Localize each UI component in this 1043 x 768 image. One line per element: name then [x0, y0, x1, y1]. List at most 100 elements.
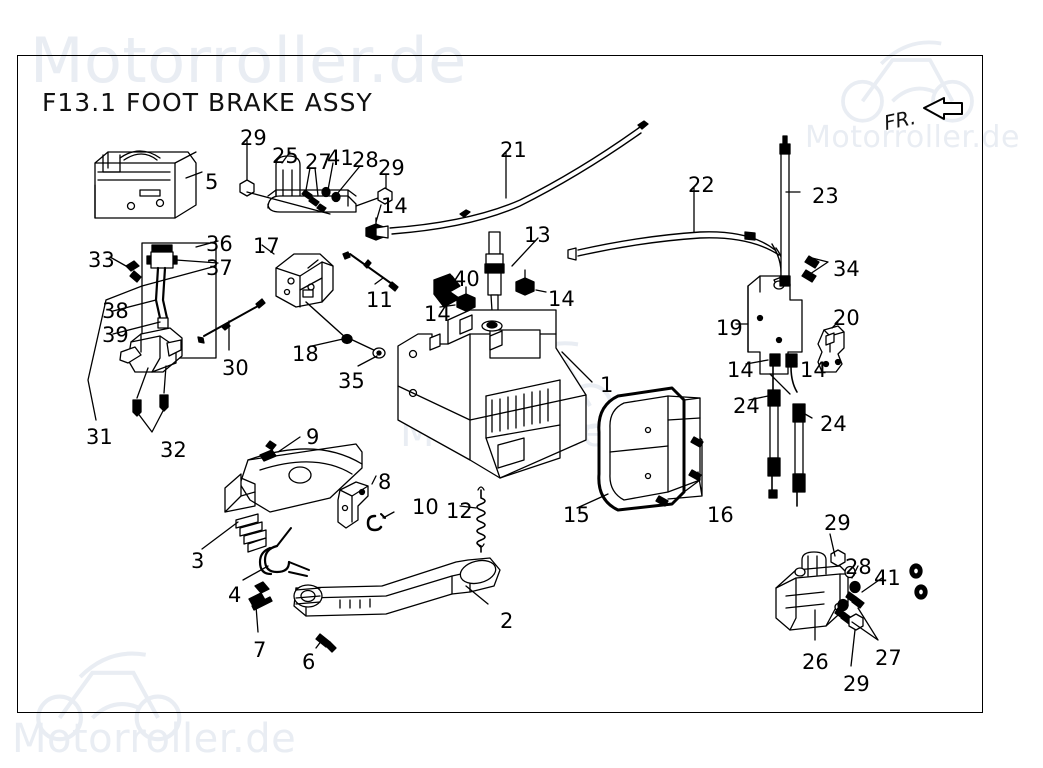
- callout-28: 28: [845, 555, 872, 579]
- callout-25: 25: [272, 144, 299, 168]
- part-9-bolt: [259, 440, 277, 462]
- callout-3: 3: [191, 549, 205, 573]
- callout-16: 16: [707, 503, 734, 527]
- leader-40: [451, 275, 459, 285]
- callout-24: 24: [733, 394, 760, 418]
- leader-31-b: [141, 265, 217, 287]
- callout-6: 6: [302, 650, 316, 674]
- part-10-clip: [366, 513, 386, 532]
- part-16-screws: [655, 436, 704, 507]
- callout-37: 37: [206, 256, 233, 280]
- leader-27: [305, 167, 319, 197]
- leader-3: [201, 521, 239, 550]
- leader-31: [87, 285, 143, 421]
- part-12-spring: [476, 486, 486, 553]
- leader-41-rack: [861, 577, 883, 593]
- callout-9: 9: [306, 425, 320, 449]
- leader-18: [311, 338, 344, 347]
- diagram-border: [17, 55, 983, 713]
- callout-20: 20: [833, 306, 860, 330]
- rack-fasteners: [829, 533, 928, 631]
- leader-28-rack: [851, 565, 859, 579]
- leader-7: [255, 605, 259, 633]
- callout-12: 12: [446, 499, 473, 523]
- leader-29-rack: [850, 629, 856, 667]
- leader-14-b: [535, 289, 547, 293]
- leader-32-b: [163, 365, 167, 394]
- right-arrow-icon: [923, 97, 963, 120]
- part-21-cable: [375, 120, 649, 239]
- callout-4: 4: [228, 583, 242, 607]
- page-title: F13.1 FOOT BRAKE ASSY: [42, 88, 373, 117]
- part-23-rod: [779, 135, 791, 287]
- leader-34: [809, 257, 829, 275]
- part-24-cable-left: [767, 353, 781, 499]
- part-33-bolt: [125, 260, 142, 283]
- part-11-rod: [342, 251, 399, 292]
- leader-32-join: [136, 408, 165, 433]
- leader-9: [277, 436, 301, 453]
- callout-14: 14: [548, 287, 575, 311]
- leader-14-e: [787, 359, 798, 365]
- leader-14-d: [745, 359, 769, 365]
- callout-8: 8: [378, 470, 392, 494]
- callout-14: 14: [381, 194, 408, 218]
- leader-35: [357, 355, 378, 367]
- leader-14-a: [375, 204, 382, 223]
- leader-33: [109, 256, 127, 267]
- callout-11: 11: [366, 288, 393, 312]
- watermark-top: Motorroller.de: [30, 24, 467, 97]
- part-40-damper: [433, 273, 461, 308]
- callout-23: 23: [812, 184, 839, 208]
- part-34-bolts: [801, 255, 820, 283]
- leader-11: [374, 277, 384, 285]
- part-8-bracket: [337, 481, 369, 529]
- callout-22: 22: [688, 173, 715, 197]
- callout-34: 34: [833, 257, 860, 281]
- leader-14-c: [439, 304, 456, 308]
- callout-5: 5: [205, 170, 219, 194]
- callout-40: 40: [453, 267, 480, 291]
- callout-29: 29: [240, 126, 267, 150]
- callout-31: 31: [86, 425, 113, 449]
- part-5-reservoir: [94, 150, 197, 219]
- callout-41: 41: [874, 566, 901, 590]
- callout-30: 30: [222, 356, 249, 380]
- callout-35: 35: [338, 369, 365, 393]
- part-4-spring: [258, 527, 310, 577]
- callout-1: 1: [600, 373, 614, 397]
- watermark-right: Motorroller.de: [805, 120, 1020, 155]
- leader-2: [465, 585, 489, 605]
- callout-27: 27: [305, 150, 332, 174]
- leader-13: [511, 237, 539, 267]
- callout-18: 18: [292, 342, 319, 366]
- part-2-pedal: [293, 557, 501, 617]
- callout-14: 14: [424, 302, 451, 326]
- callout-7: 7: [253, 638, 267, 662]
- leader-27-rack: [851, 607, 879, 641]
- callout-39: 39: [102, 323, 129, 347]
- callout-27: 27: [875, 646, 902, 670]
- callout-14: 14: [800, 358, 827, 382]
- part-20-bracket: [817, 325, 845, 373]
- leader-20: [831, 321, 839, 329]
- leader-8: [371, 475, 377, 485]
- callout-19: 19: [716, 316, 743, 340]
- bracket-link-right: [355, 197, 379, 207]
- callout-2: 2: [500, 609, 514, 633]
- callout-26: 26: [802, 650, 829, 674]
- part-17-bracket: [275, 253, 334, 308]
- part-30-shaft: [197, 298, 266, 344]
- callout-36: 36: [206, 232, 233, 256]
- leader-38: [112, 299, 157, 312]
- bracket-link-left: [246, 191, 331, 215]
- part-14-clamp-c: [456, 286, 476, 312]
- callout-14: 14: [727, 358, 754, 382]
- leader-39: [112, 321, 161, 335]
- part-6-pin: [315, 633, 337, 653]
- part-14-clamp-b: [515, 269, 535, 296]
- part-31-caliper: [119, 327, 183, 373]
- leader-32-a: [136, 367, 149, 399]
